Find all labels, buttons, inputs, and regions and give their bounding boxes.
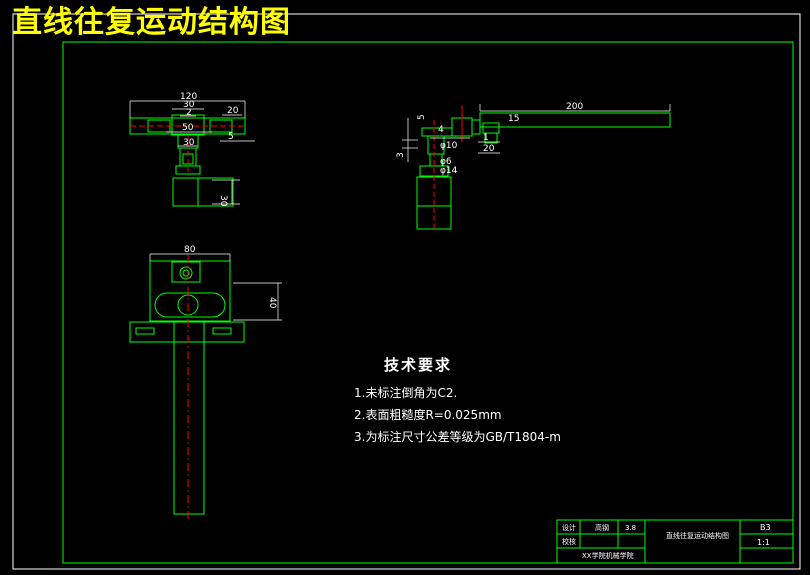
tb-sheet: B3 (760, 523, 771, 532)
tb-name-design: 高钢 (595, 523, 609, 532)
requirement-item: 1.未标注倒角为C2. (354, 386, 458, 400)
dim-2: 2 (186, 108, 192, 118)
dim-200: 200 (566, 102, 583, 112)
outer-frame (12, 13, 801, 570)
tb-school: XX学院机械学院 (582, 551, 634, 560)
front-view-dim-labels: 80 40 (184, 245, 277, 309)
requirements-heading: 技术要求 (384, 356, 453, 374)
dim-4-side: 4 (438, 125, 444, 135)
dim-20: 20 (227, 106, 239, 116)
tb-scale: 1:1 (757, 538, 770, 547)
dim-phi14: φ14 (440, 166, 458, 176)
side-view-dim-labels: 200 5 3 4 15 φ10 φ6 φ14 1 20 (396, 102, 583, 176)
dim-5: 5 (228, 132, 234, 142)
tb-val-38: 3.8 (625, 524, 636, 532)
tb-label-design: 设计 (562, 523, 576, 532)
dim-15-side: 15 (508, 114, 519, 124)
top-view (129, 114, 246, 207)
dim-20-side: 20 (483, 144, 495, 154)
dim-5-side: 5 (417, 114, 427, 120)
page-title: 直线往复运动结构图 (12, 5, 291, 40)
tb-drawing-name: 直线往复运动结构图 (666, 531, 729, 540)
requirement-item: 2.表面粗糙度R=0.025mm (354, 408, 502, 422)
dim-80: 80 (184, 245, 196, 255)
dim-3-side: 3 (396, 152, 406, 158)
dim-30c: 30 (218, 195, 228, 207)
dim-120: 120 (180, 92, 197, 102)
top-view-dim-labels: 120 30 2 20 50 5 30 30 (180, 92, 239, 207)
dim-30b: 30 (183, 138, 195, 148)
inner-frame (62, 41, 794, 564)
dim-40: 40 (267, 297, 277, 309)
title-block-text: 设计 高钢 3.8 校核 直线往复运动结构图 B3 1:1 XX学院机械学院 (562, 523, 771, 560)
title-block (556, 519, 794, 564)
dim-30a: 30 (183, 100, 195, 110)
requirement-item: 3.为标注尺寸公差等级为GB/T1804-m (354, 430, 561, 444)
dim-phi10: φ10 (440, 141, 458, 151)
tb-label-check: 校核 (562, 537, 576, 546)
dim-50: 50 (182, 123, 194, 133)
front-view (129, 255, 245, 520)
side-view (416, 105, 671, 232)
side-view-dims (402, 104, 671, 162)
dim-phi6: φ6 (440, 157, 452, 167)
top-view-dims (129, 100, 255, 205)
front-view-dims (149, 253, 282, 321)
dim-1-side: 1 (483, 133, 489, 143)
